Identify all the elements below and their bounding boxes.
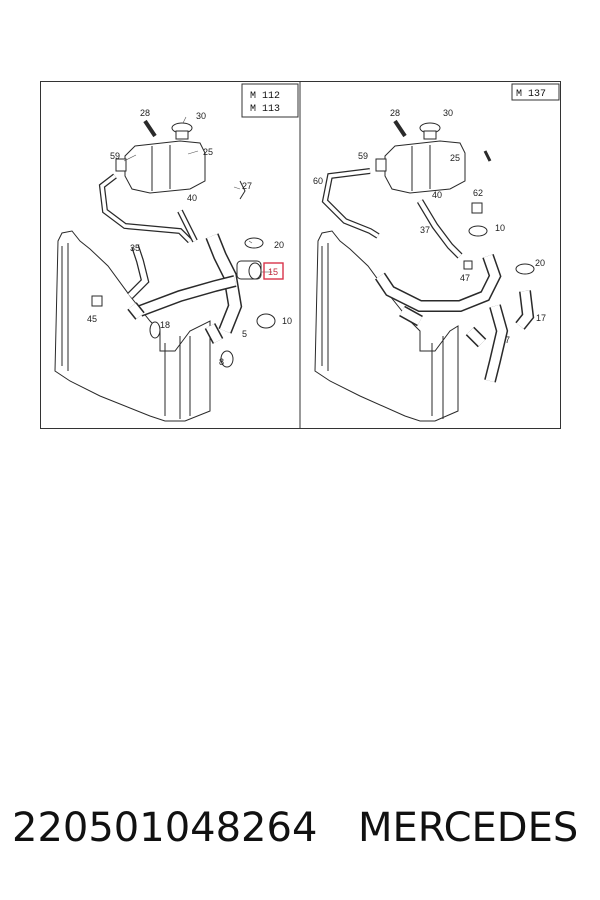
left-engine-label-2: M 113 <box>250 104 280 115</box>
label-28-right: 28 <box>390 108 400 118</box>
label-5: 5 <box>242 329 247 339</box>
label-45: 45 <box>87 314 97 324</box>
sensor-right <box>483 150 492 162</box>
left-engine-label-box <box>241 83 299 118</box>
label-17: 17 <box>536 313 546 323</box>
parts-diagram: M 112 M 113 <box>40 81 561 429</box>
label-10-right: 10 <box>495 223 505 233</box>
left-panel: M 112 M 113 <box>54 83 299 422</box>
radiator-right <box>314 230 459 422</box>
label-37: 37 <box>420 225 430 235</box>
right-engine-label-box <box>511 83 560 101</box>
clamp-20-right <box>515 263 535 275</box>
label-8: 8 <box>219 357 224 367</box>
clamp-10-right <box>468 225 488 237</box>
left-engine-label-1: M 112 <box>250 91 280 102</box>
label-40-right: 40 <box>432 190 442 200</box>
label-59-right: 59 <box>358 151 368 161</box>
expansion-tank-right <box>384 122 466 194</box>
clamp-20 <box>244 237 264 249</box>
label-30: 30 <box>196 111 206 121</box>
label-7: 7 <box>505 335 510 345</box>
leader-lines-left <box>123 116 272 273</box>
brand-name: MERCEDES <box>358 805 579 851</box>
label-20: 20 <box>274 240 284 250</box>
label-18: 18 <box>160 320 170 330</box>
part-62 <box>471 202 483 214</box>
pipe-28-right <box>393 119 407 138</box>
pipe-28 <box>143 119 157 138</box>
highlight-box-15 <box>263 262 284 280</box>
label-10: 10 <box>282 316 292 326</box>
cap-59 <box>115 158 127 172</box>
right-panel: M 137 <box>313 83 560 422</box>
right-engine-label-1: M 137 <box>516 89 546 100</box>
label-60: 60 <box>313 176 323 186</box>
radiator-left <box>54 230 211 422</box>
clamp-10 <box>256 313 276 329</box>
sensor-27 <box>239 180 246 200</box>
ring-8 <box>220 350 234 368</box>
label-15: 15 <box>268 267 278 277</box>
part-number: 220501048264 <box>12 805 318 851</box>
label-47: 47 <box>460 273 470 283</box>
label-20-right: 20 <box>535 258 545 268</box>
label-59: 59 <box>110 151 120 161</box>
label-40: 40 <box>187 193 197 203</box>
ring-18 <box>149 321 161 339</box>
label-27: 27 <box>242 181 252 191</box>
label-25: 25 <box>203 147 213 157</box>
label-30-right: 30 <box>443 108 453 118</box>
label-35: 35 <box>130 243 140 253</box>
footer: 220501048264 MERCEDES <box>12 805 592 865</box>
label-28: 28 <box>140 108 150 118</box>
part-47 <box>463 260 473 270</box>
expansion-tank-left <box>124 122 206 194</box>
label-25-right: 25 <box>450 153 460 163</box>
label-62: 62 <box>473 188 483 198</box>
valve-45 <box>91 295 103 307</box>
cap-59-right <box>375 158 387 172</box>
